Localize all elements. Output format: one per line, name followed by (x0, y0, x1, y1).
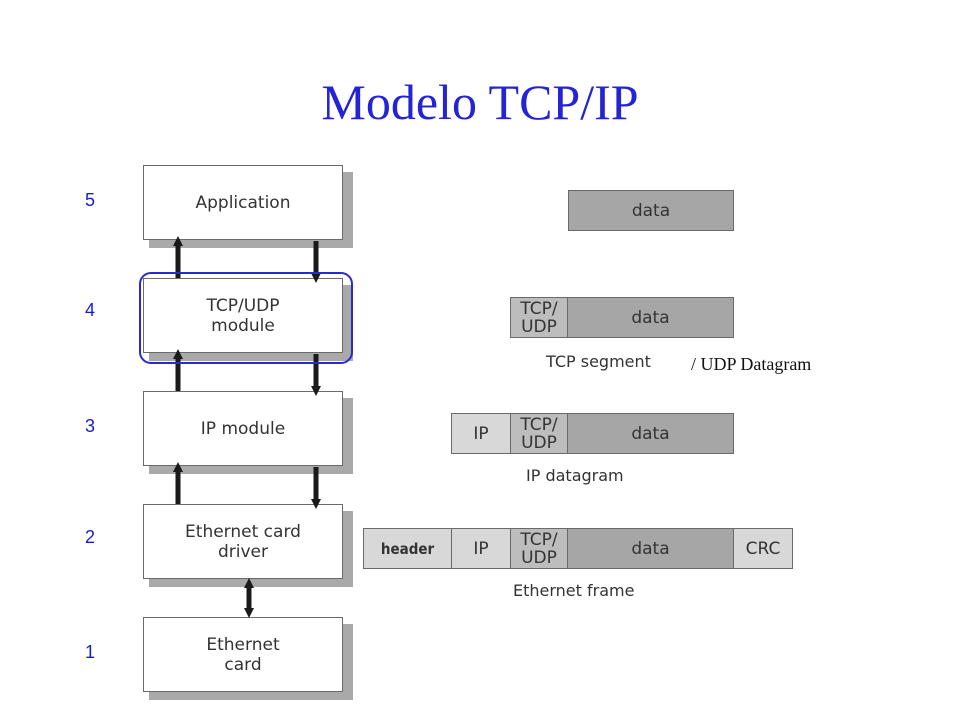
layer-number-5: 5 (84, 190, 95, 210)
ip-datagram-caption: IP datagram (526, 466, 624, 485)
crc-cell: CRC (733, 528, 793, 569)
tcp-udp-header-cell-datagram: TCP/ UDP (510, 413, 568, 454)
slide-title: Modelo TCP/IP (321, 74, 639, 130)
ip-header-cell-frame: IP (451, 528, 511, 569)
tcp-udp-highlight (139, 272, 353, 364)
layer-number-1: 1 (84, 642, 95, 662)
tcp-udp-header-cell-frame: TCP/ UDP (510, 528, 568, 569)
ip-module-box: IP module (143, 391, 343, 466)
data-cell-frame: data (567, 528, 734, 569)
data-cell-app: data (568, 190, 734, 231)
ip-header-cell-datagram: IP (451, 413, 511, 454)
data-cell-datagram: data (567, 413, 734, 454)
layer-number-2: 2 (84, 527, 95, 547)
tcp-udp-header-cell-segment: TCP/ UDP (510, 297, 568, 338)
tcp-udp-module-box: TCP/UDP module (143, 278, 343, 353)
udp-datagram-caption: / UDP Datagram (691, 354, 812, 374)
layer-number-3: 3 (84, 416, 95, 436)
application-layer-box: Application (143, 165, 343, 240)
tcp-segment-caption: TCP segment (546, 352, 651, 371)
ethernet-driver-box: Ethernet card driver (143, 504, 343, 579)
ethernet-frame-caption: Ethernet frame (513, 581, 635, 600)
layer-number-4: 4 (84, 300, 95, 320)
data-cell-segment: data (567, 297, 734, 338)
ethernet-header-cell: header (363, 528, 452, 569)
ethernet-card-box: Ethernet card (143, 617, 343, 692)
